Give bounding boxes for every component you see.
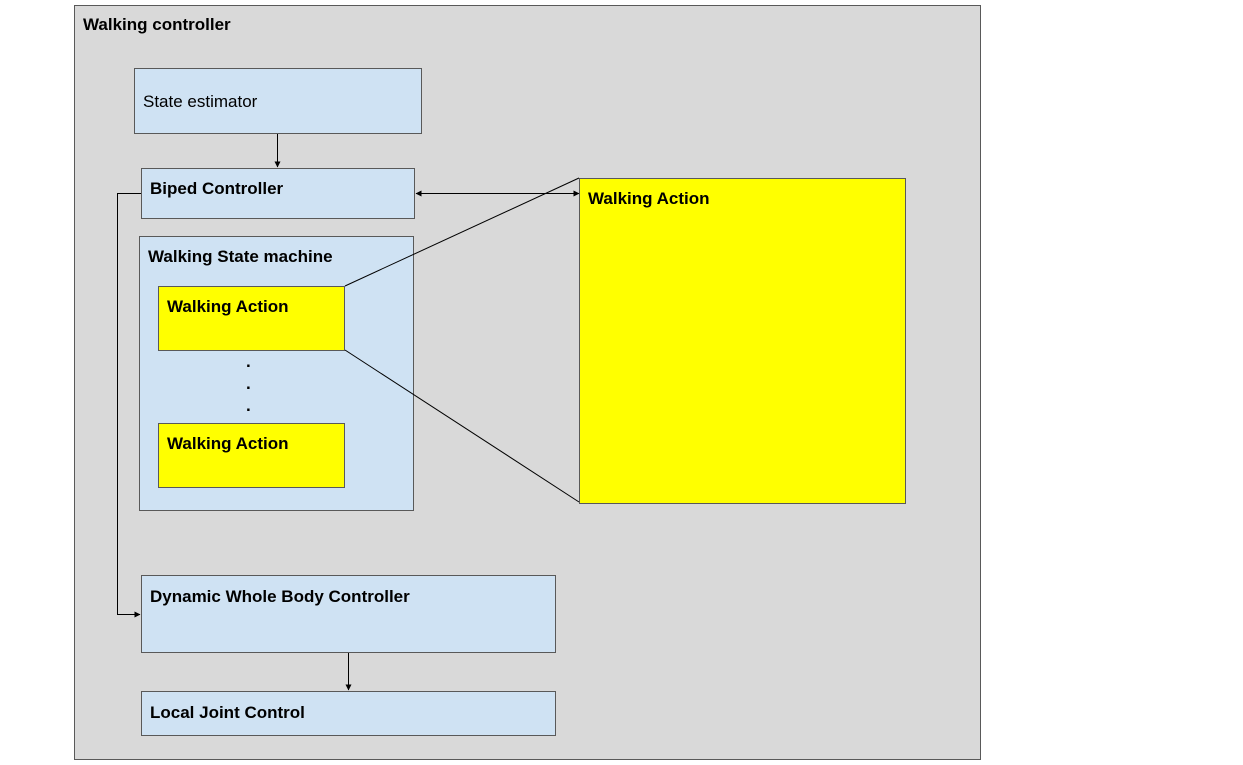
walking-action-label: Walking Action (167, 434, 289, 453)
local-joint-control-block: Local Joint Control (141, 691, 556, 736)
ellipsis-dot: . (246, 396, 251, 415)
state-estimator-label: State estimator (143, 92, 258, 111)
walking-state-machine-label: Walking State machine (148, 247, 333, 266)
walking-action-block-bottom: Walking Action (158, 423, 345, 488)
walking-action-block-top: Walking Action (158, 286, 345, 351)
ellipsis-dot: . (246, 374, 251, 393)
biped-controller-label: Biped Controller (150, 179, 284, 198)
local-joint-control-label: Local Joint Control (150, 703, 305, 722)
walking-controller-title: Walking controller (83, 15, 231, 34)
walking-action-detail-label: Walking Action (588, 189, 710, 208)
walking-action-detail-block: Walking Action (579, 178, 906, 504)
dynamic-whole-body-controller-block: Dynamic Whole Body Controller (141, 575, 556, 653)
dynamic-whole-body-controller-label: Dynamic Whole Body Controller (150, 587, 410, 606)
walking-action-label: Walking Action (167, 297, 289, 316)
state-estimator-block: State estimator (134, 68, 422, 134)
biped-controller-block: Biped Controller (141, 168, 415, 219)
ellipsis-dot: . (246, 352, 251, 371)
